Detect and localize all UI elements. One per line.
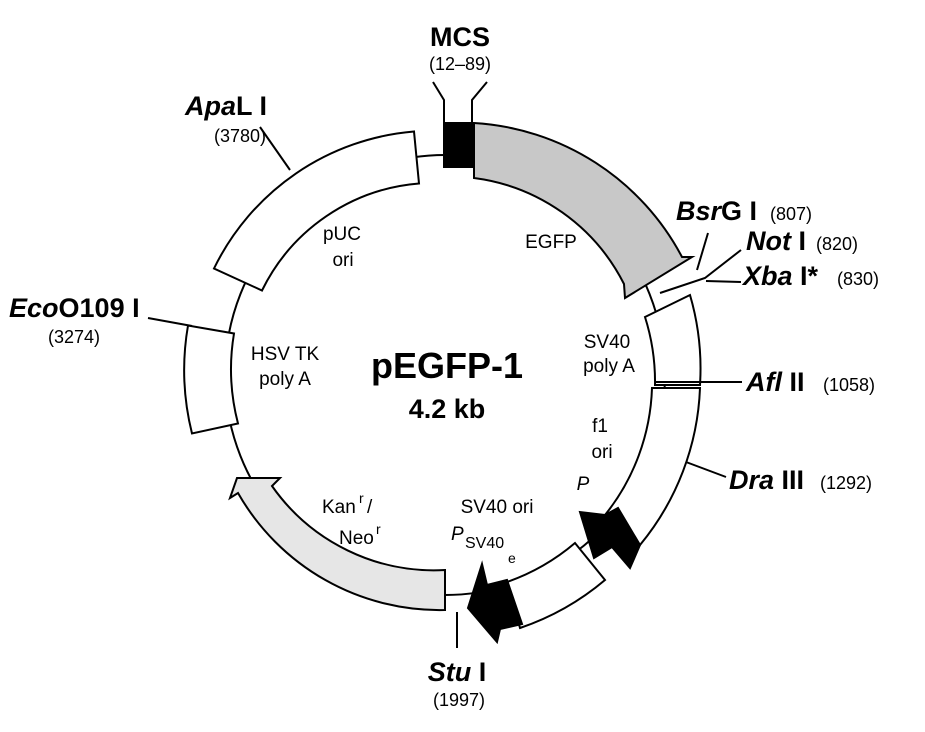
bsrgi-italic: Bsr (676, 196, 723, 226)
plasmid-name: pEGFP-1 (371, 345, 523, 386)
psv40e-arrow (466, 560, 524, 645)
noti-italic: Not (746, 226, 792, 256)
draiii-rest: III (774, 465, 804, 495)
plasmid-size: 4.2 kb (409, 394, 486, 424)
promoter-p-label: P (577, 474, 590, 495)
kan-slash: / (367, 497, 373, 518)
hsvtk-label-1: HSV TK (251, 344, 320, 365)
stui-label: Stu I (428, 657, 487, 687)
xbai-label: Xba I* (741, 261, 819, 291)
f1-ori-label-2: ori (591, 442, 612, 463)
noti-pos: (820) (816, 234, 858, 254)
sv40-polya-label-1: SV40 (584, 332, 630, 353)
draiii-pos: (1292) (820, 473, 872, 493)
mcs-pos: (12–89) (429, 54, 491, 74)
hsvtk-label-2: poly A (259, 369, 311, 390)
bsrgi-pos: (807) (770, 204, 812, 224)
sv40-polya-label-2: poly A (583, 356, 635, 377)
neo-label: Neo (339, 528, 374, 549)
mcs-leader (432, 81, 445, 123)
draiii-leader (685, 461, 727, 478)
egfp-label: EGFP (525, 232, 577, 253)
apali-leader (259, 126, 291, 171)
bsrgi-label: BsrG I (676, 196, 757, 226)
mcs-label: MCS (430, 22, 490, 52)
eco-label: EcoO109 I (9, 293, 140, 323)
xbai-pos: (830) (837, 269, 879, 289)
stui-pos: (1997) (433, 690, 485, 710)
kan-neo-arrow (228, 477, 446, 612)
sv40-ori-segment (505, 541, 607, 630)
bsrgi-leader (696, 232, 709, 271)
puc-ori-segment (212, 130, 421, 292)
noti-label: Not I (746, 226, 806, 256)
stui-rest: I (471, 657, 486, 687)
puc-label-2: ori (332, 250, 353, 271)
aflii-italic: Afl (745, 367, 782, 397)
psv40e-subsubscript: e (508, 550, 516, 566)
f1-ori-label-1: f1 (592, 416, 608, 437)
kan-label: Kan (322, 497, 356, 518)
promoter-p-arrow (578, 506, 642, 570)
puc-label-1: pUC (323, 224, 361, 245)
apali-rest: L I (236, 91, 267, 121)
xbai-leader (705, 280, 742, 283)
xbai-italic: Xba (741, 261, 793, 291)
apali-pos: (3780) (214, 126, 266, 146)
eco-italic: Eco (9, 293, 59, 323)
eco-rest: O109 I (59, 293, 140, 323)
eco-pos: (3274) (48, 327, 100, 347)
aflii-rest: II (782, 367, 805, 397)
eco-leader (147, 317, 193, 327)
apali-label: ApaL I (184, 91, 267, 121)
egfp-arrow (473, 121, 696, 300)
psv40e-label: P (451, 524, 464, 545)
kan-superscript: r (359, 490, 364, 506)
aflii-pos: (1058) (823, 375, 875, 395)
noti-rest: I (791, 226, 806, 256)
psv40e-subscript: SV40 (465, 535, 504, 552)
mcs-segment (443, 122, 473, 168)
xbai-rest: I* (793, 261, 819, 291)
draiii-label: Dra III (729, 465, 804, 495)
sv40-polya-segment (643, 293, 702, 386)
stui-italic: Stu (428, 657, 472, 687)
hsvtk-polya-segment (183, 324, 240, 435)
aflii-label: Afl II (745, 367, 805, 397)
sv40-ori-label: SV40 ori (461, 497, 534, 518)
noti-leader (659, 249, 742, 294)
draiii-italic: Dra (729, 465, 774, 495)
mcs-leader-right (471, 81, 488, 123)
neo-superscript: r (376, 521, 381, 537)
bsrgi-rest: G I (721, 196, 757, 226)
apali-italic: Apa (184, 91, 236, 121)
